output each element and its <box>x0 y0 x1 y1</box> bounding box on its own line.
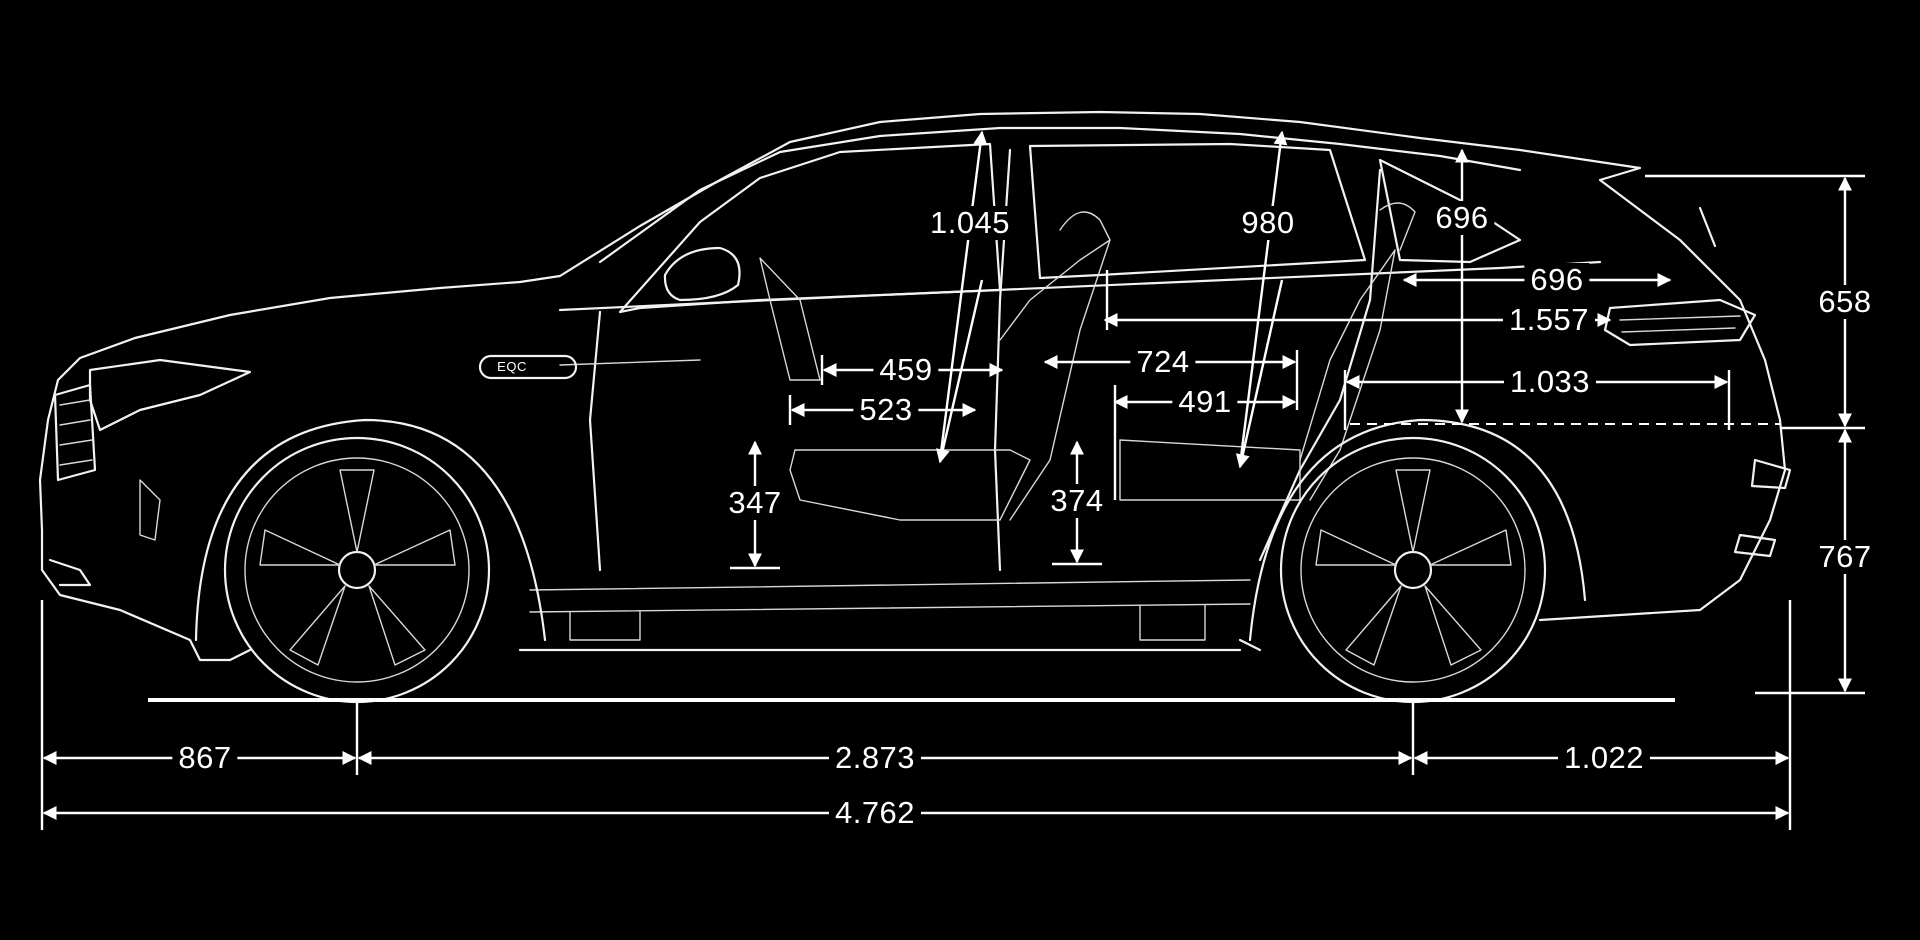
front-seat-height-label: 347 <box>722 486 788 520</box>
rear-wheel <box>1248 418 1587 704</box>
trunk-width-label: 696 <box>1524 263 1590 297</box>
front-headroom-label: 1.045 <box>923 206 1017 240</box>
rear-headroom-label: 980 <box>1235 206 1301 240</box>
front-wheel <box>194 418 547 704</box>
trunk-length-label: 1.033 <box>1503 365 1597 399</box>
front-legroom-a-label: 459 <box>873 353 939 387</box>
eqc-badge: EQC <box>497 359 527 374</box>
front-overhang-label: 867 <box>172 741 238 775</box>
upper-height-label: 658 <box>1812 285 1878 319</box>
trunk-height-label: 696 <box>1429 201 1495 235</box>
lower-height-label: 767 <box>1812 540 1878 574</box>
rear-overhang-label: 1.022 <box>1557 741 1651 775</box>
load-length-label: 1.557 <box>1502 303 1596 337</box>
rear-length-b-label: 491 <box>1172 385 1238 419</box>
wheelbase-label: 2.873 <box>828 741 922 775</box>
front-legroom-b-label: 523 <box>853 393 919 427</box>
rear-seat-height-label: 374 <box>1044 484 1110 518</box>
rear-length-a-label: 724 <box>1130 345 1196 379</box>
overall-length-label: 4.762 <box>828 796 922 830</box>
